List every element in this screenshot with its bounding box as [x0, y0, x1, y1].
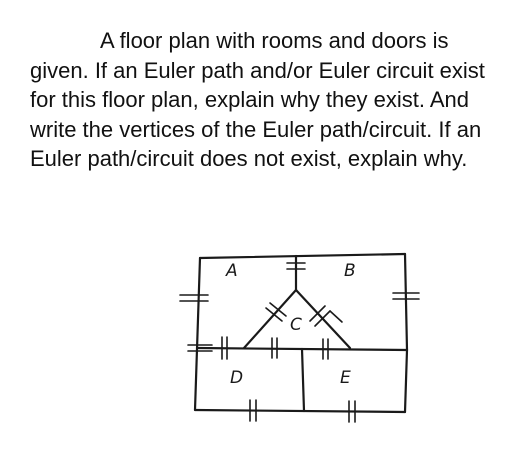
room-c-left-wall — [242, 288, 298, 350]
room-label-e: E — [340, 368, 351, 388]
door-outside-d-bottom — [249, 399, 257, 422]
walls — [193, 252, 409, 414]
door-outside-e-bottom — [348, 400, 356, 423]
door-c-d — [271, 337, 278, 359]
divider-d-e — [300, 347, 306, 413]
question-text: A floor plan with rooms and doors is giv… — [30, 28, 485, 171]
lower-wall-right — [403, 348, 409, 414]
door-a-c — [265, 302, 287, 322]
outer-wall-left — [193, 256, 202, 412]
outer-wall-right — [403, 252, 409, 352]
door-outside-a — [179, 294, 209, 302]
door-outside-b — [392, 292, 420, 300]
door-b-c — [309, 305, 343, 327]
door-a-b — [286, 262, 306, 270]
doors — [179, 262, 420, 423]
door-c-e — [322, 338, 329, 360]
door-outside-d — [187, 344, 213, 352]
room-label-a: A — [225, 261, 238, 281]
room-label-b: B — [344, 261, 356, 281]
room-labels: A B C D E — [225, 261, 356, 388]
outer-wall-top — [198, 252, 407, 260]
room-label-d: D — [230, 368, 243, 388]
door-a-d — [221, 336, 228, 360]
outer-wall-bottom — [193, 408, 407, 414]
room-label-c: C — [290, 315, 302, 335]
